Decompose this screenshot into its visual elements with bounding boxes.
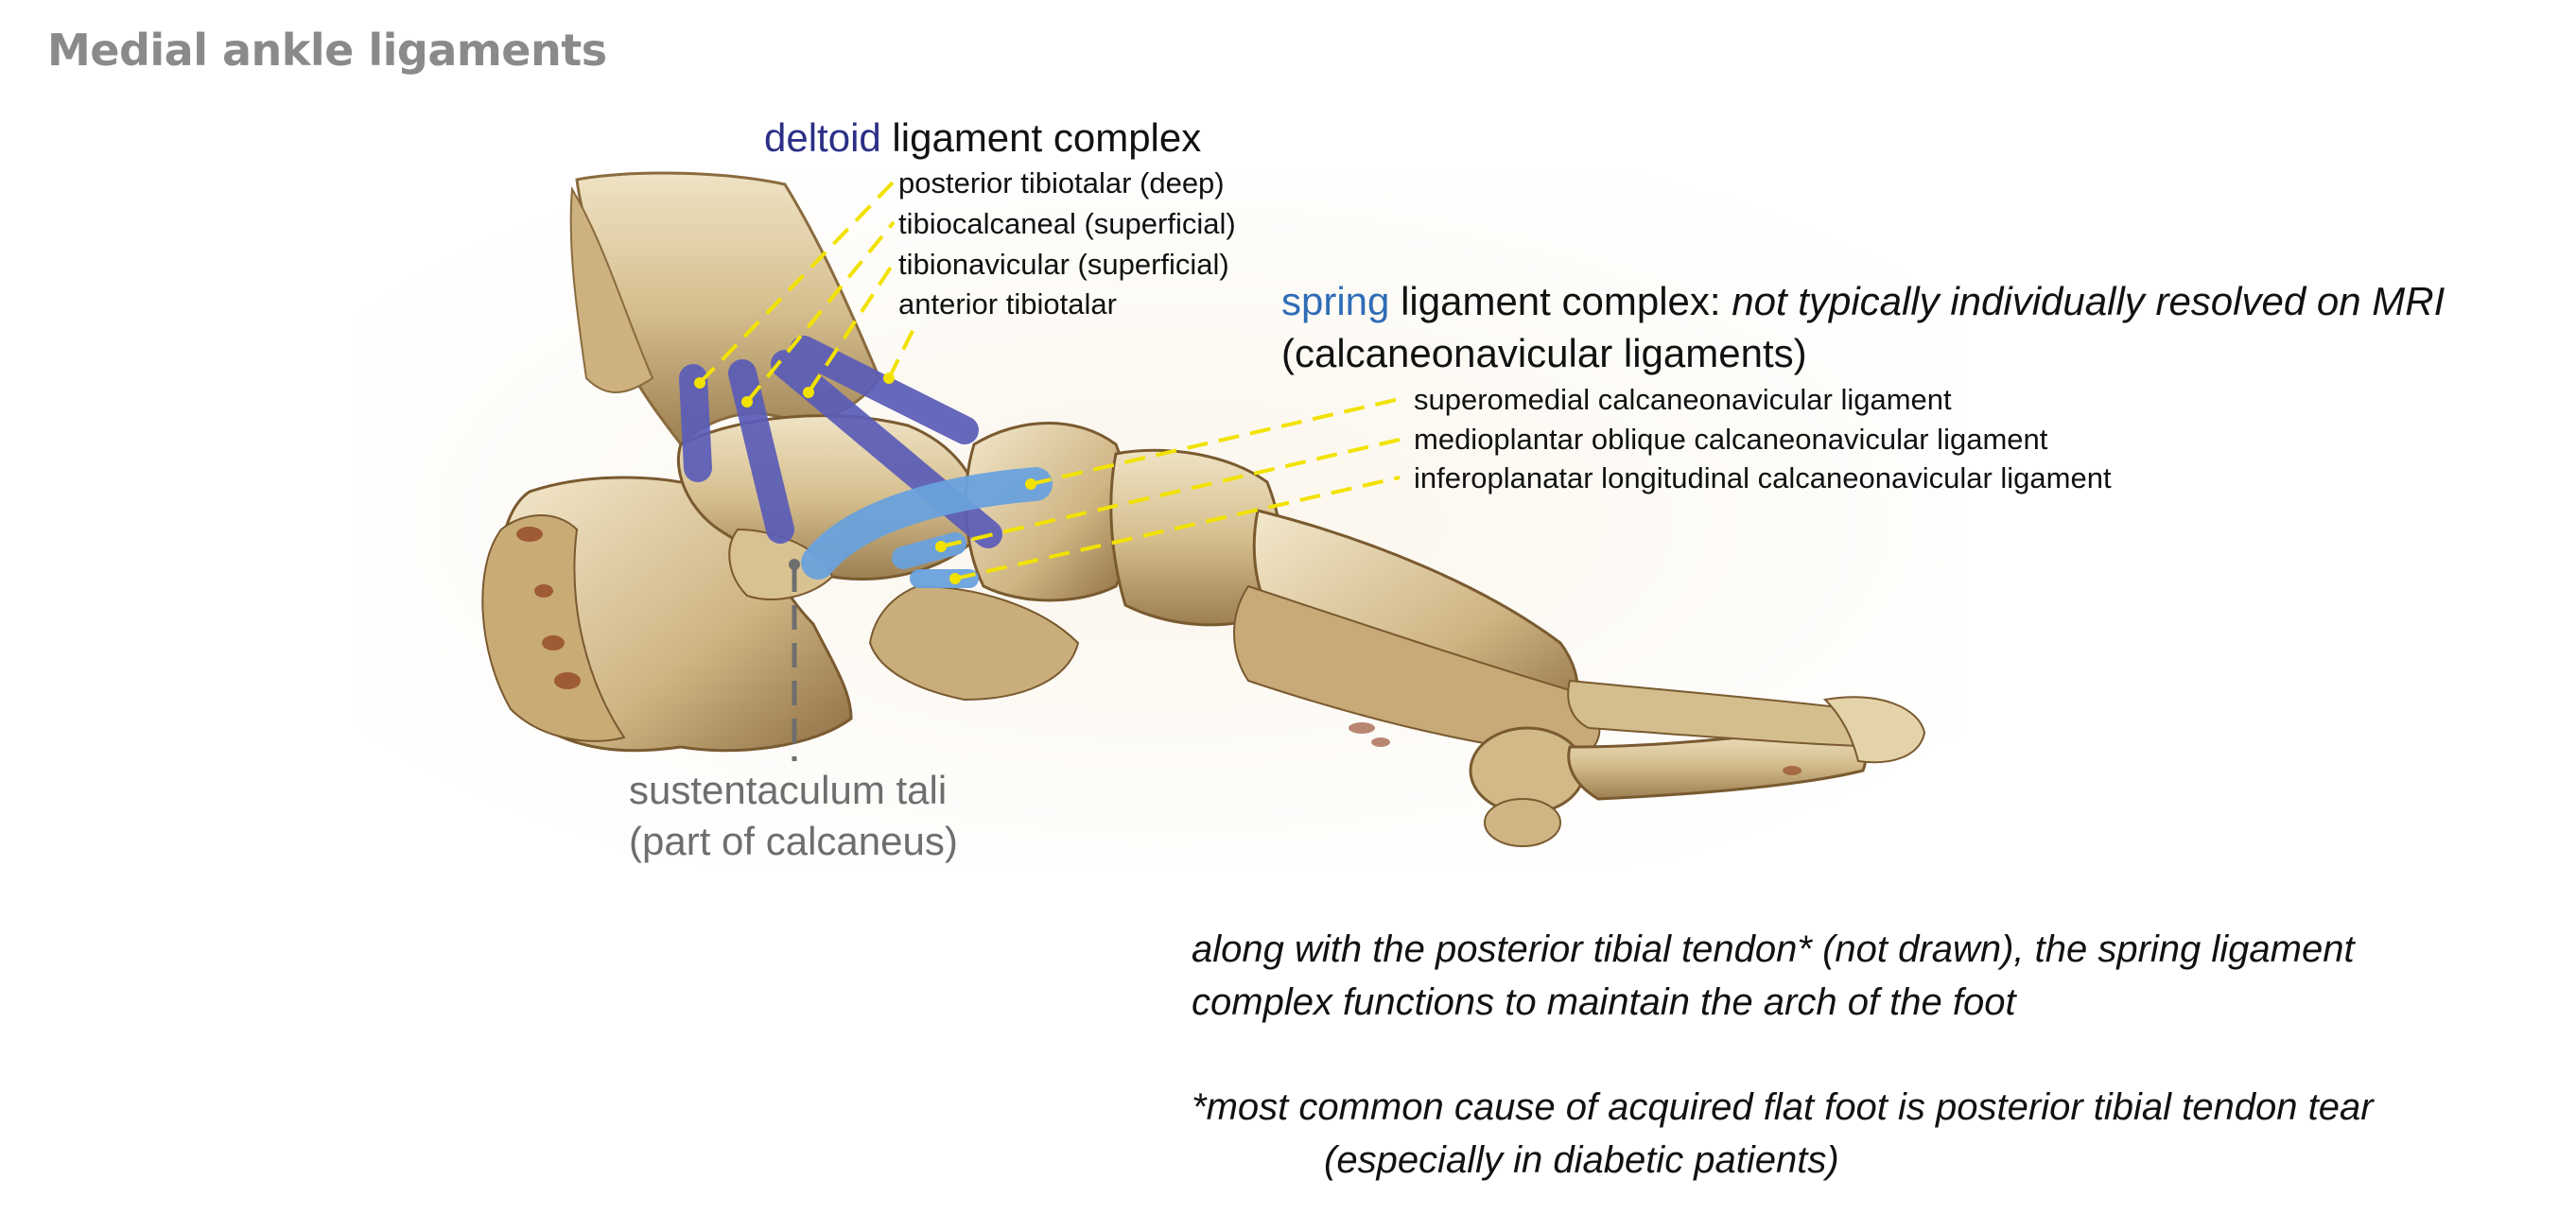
leader-dots bbox=[694, 373, 1036, 584]
leader-tibiocalcaneal bbox=[745, 220, 896, 404]
toe-tip-bone bbox=[1822, 696, 1926, 764]
notes-block: along with the posterior tibial tendon* … bbox=[1192, 923, 2355, 1029]
spring-keyword: spring bbox=[1281, 279, 1390, 323]
posterior-bone bbox=[569, 185, 654, 393]
deltoid-item-anterior-tibiotalar: anterior tibiotalar bbox=[898, 287, 1117, 321]
footnote-line-2: (especially in diabetic patients) bbox=[1324, 1139, 1839, 1181]
leader-anterior-tibiotalar bbox=[887, 321, 919, 379]
spring-superomedial bbox=[801, 467, 1053, 580]
footnote-line-1: *most common cause of acquired flat foot… bbox=[1192, 1086, 2374, 1128]
heel-marks bbox=[516, 527, 581, 689]
hallux-bone bbox=[1567, 726, 1867, 801]
note-line-2: complex functions to maintain the arch o… bbox=[1192, 981, 2016, 1023]
deltoid-item-tibiocalcaneal: tibiocalcaneal (superficial) bbox=[898, 207, 1236, 240]
deltoid-posterior-tibiotalar bbox=[679, 364, 712, 482]
leader-lines bbox=[698, 180, 1401, 581]
leader-posterior-tibiotalar bbox=[698, 180, 896, 385]
spring-heading: spring ligament complex: not typically i… bbox=[1281, 279, 2445, 324]
spring-item-superomedial: superomedial calcaneonavicular ligament bbox=[1414, 383, 1952, 416]
deltoid-heading: deltoid ligament complex bbox=[764, 115, 1201, 161]
deltoid-item-posterior-tibiotalar: posterior tibiotalar (deep) bbox=[898, 166, 1225, 199]
sustentaculum-bone bbox=[728, 528, 834, 600]
heel-bone bbox=[481, 514, 626, 742]
spring-item-inferoplantar: inferoplanatar longitudinal calcaneonavi… bbox=[1414, 461, 2112, 494]
page-title: Medial ankle ligaments bbox=[47, 25, 607, 76]
sustentaculum-label: sustentaculum tali bbox=[629, 768, 948, 812]
deltoid-anterior-tibiotalar bbox=[790, 336, 979, 444]
leader-inferoplantar bbox=[954, 476, 1401, 581]
spring-heading-rest: ligament complex: bbox=[1389, 279, 1732, 323]
spring-heading-line2: (calcaneonavicular ligaments) bbox=[1281, 331, 1807, 375]
deltoid-item-tibionavicular: tibionavicular (superficial) bbox=[898, 248, 1229, 281]
footnote-block: *most common cause of acquired flat foot… bbox=[1192, 1081, 2374, 1187]
sustentaculum-sublabel: (part of calcaneus) bbox=[629, 819, 958, 863]
note-line-1: along with the posterior tibial tendon* … bbox=[1192, 928, 2355, 970]
deltoid-keyword: deltoid bbox=[764, 115, 881, 160]
spring-italic-note: not typically individually resolved on M… bbox=[1732, 279, 2445, 323]
leader-medioplantar bbox=[940, 438, 1401, 548]
cuboid-bone bbox=[868, 584, 1080, 702]
navicular-bone bbox=[964, 422, 1132, 602]
spring-item-medioplantar: medioplantar oblique calcaneonavicular l… bbox=[1414, 423, 2048, 456]
sesamoid-bone bbox=[1484, 798, 1561, 847]
forefoot-marks bbox=[1349, 722, 1801, 775]
deltoid-heading-rest: ligament complex bbox=[880, 115, 1202, 160]
sustentaculum-dot bbox=[789, 559, 800, 570]
leader-tibionavicular bbox=[807, 261, 896, 394]
